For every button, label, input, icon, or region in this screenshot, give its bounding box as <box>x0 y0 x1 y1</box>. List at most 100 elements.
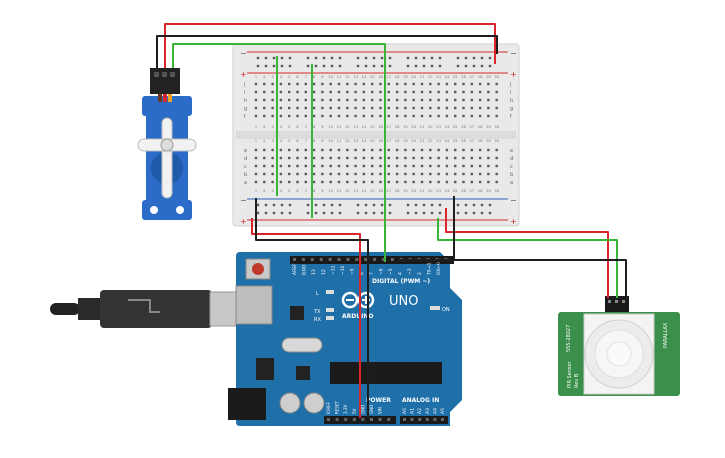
column-number: 6 <box>296 74 299 79</box>
column-number: 23 <box>436 138 441 143</box>
column-number: 7 <box>305 188 308 193</box>
wire-pir-ground <box>453 196 627 298</box>
rail-hole <box>456 56 460 60</box>
rail-hole <box>438 211 442 215</box>
wire-servo-signal <box>172 43 386 92</box>
column-number: 30 <box>494 124 499 129</box>
breadboard-hole <box>478 156 482 160</box>
breadboard-hole <box>288 180 291 184</box>
breadboard-hole <box>279 98 283 102</box>
breadboard-hole <box>404 114 407 118</box>
rail-hole <box>472 56 476 60</box>
column-number: 13 <box>353 188 358 193</box>
wire-servo-ground <box>156 35 498 68</box>
rail-hole <box>306 211 310 215</box>
breadboard-hole <box>412 172 415 176</box>
pir-header <box>605 296 629 312</box>
breadboard-hole <box>362 114 366 118</box>
breadboard-hole <box>387 106 390 110</box>
pir-right-text: PARALLAX <box>663 322 669 348</box>
breadboard-hole <box>478 164 482 168</box>
breadboard-hole <box>462 172 465 176</box>
breadboard-hole <box>371 106 374 110</box>
column-number: 27 <box>469 188 474 193</box>
rail-hole <box>438 56 442 60</box>
column-number: 27 <box>469 138 474 143</box>
servo-connector-pin-2 <box>162 72 167 77</box>
row-label: a <box>510 180 513 186</box>
column-number: 18 <box>395 138 400 143</box>
breadboard-hole <box>445 82 449 86</box>
breadboard-hole <box>271 106 274 110</box>
servo-connector-pin-1 <box>154 72 159 77</box>
breadboard-hole <box>445 156 449 160</box>
rail-hole <box>314 203 318 207</box>
breadboard-hole <box>337 98 341 102</box>
rail-hole <box>372 203 376 207</box>
breadboard-hole <box>288 82 291 86</box>
header-hole <box>337 258 341 261</box>
breadboard-hole <box>478 98 482 102</box>
led-tx-label: TX <box>313 309 321 315</box>
breadboard-hole <box>312 98 316 102</box>
row-label: i <box>510 90 511 96</box>
breadboard-hole <box>487 98 490 102</box>
breadboard-hole <box>495 180 498 184</box>
breadboard-hole <box>429 98 432 102</box>
rail-hole <box>264 203 268 207</box>
column-number: 3 <box>271 74 274 79</box>
breadboard-hole <box>454 106 457 110</box>
rail-hole <box>388 211 392 215</box>
led-on <box>430 306 440 310</box>
column-number: 18 <box>395 188 400 193</box>
servo-horn-vertical <box>161 117 173 199</box>
breadboard-hole <box>404 164 407 168</box>
breadboard-hole <box>371 180 374 184</box>
breadboard-hole <box>296 164 299 168</box>
column-number: 9 <box>321 138 324 143</box>
column-number: 15 <box>370 124 375 129</box>
breadboard-labels: 1111222233334444555566667777888899991010… <box>243 74 513 193</box>
breadboard-hole <box>395 82 399 86</box>
rail-hole <box>322 64 326 68</box>
column-number: 9 <box>321 188 324 193</box>
usb-cable-strain-relief <box>78 298 102 320</box>
arduino-logo-text: ARDUINO <box>342 313 373 320</box>
header-hole <box>319 258 323 261</box>
breadboard-hole <box>296 106 299 110</box>
column-number: 11 <box>337 74 342 79</box>
wire-pir-signal <box>437 218 618 298</box>
breadboard-hole <box>412 148 415 152</box>
breadboard-hole <box>462 90 465 94</box>
breadboard-hole <box>379 180 382 184</box>
rail-hole <box>480 56 484 60</box>
rail-hole <box>472 64 476 68</box>
breadboard-hole <box>470 164 473 168</box>
breadboard-hole <box>346 172 349 176</box>
digital-pin-label: 12 <box>321 269 327 275</box>
wire-servo-power <box>164 23 496 68</box>
rail-hole <box>406 211 410 215</box>
breadboard-hole <box>271 114 274 118</box>
row-label: b <box>510 172 513 178</box>
breadboard-hole <box>263 156 266 160</box>
column-number: 11 <box>337 124 342 129</box>
rail-hole <box>406 203 410 207</box>
breadboard-holes <box>254 56 498 215</box>
pir-top-text: 555-28027 <box>566 325 572 352</box>
reset-button-cap[interactable] <box>252 263 264 275</box>
header-hole <box>370 418 373 421</box>
rail-hole <box>480 211 484 215</box>
column-number: 29 <box>486 138 491 143</box>
rail-hole <box>430 64 434 68</box>
header-hole <box>390 258 394 261</box>
breadboard-hole <box>354 164 357 168</box>
pir-pin-2 <box>615 300 618 303</box>
led-l <box>326 290 334 294</box>
column-number: 12 <box>345 188 350 193</box>
row-label: e <box>510 148 513 154</box>
breadboard-hole <box>404 82 407 86</box>
breadboard-hole <box>379 106 382 110</box>
arduino-model: UNO <box>389 294 418 309</box>
rail-hole <box>256 64 260 68</box>
